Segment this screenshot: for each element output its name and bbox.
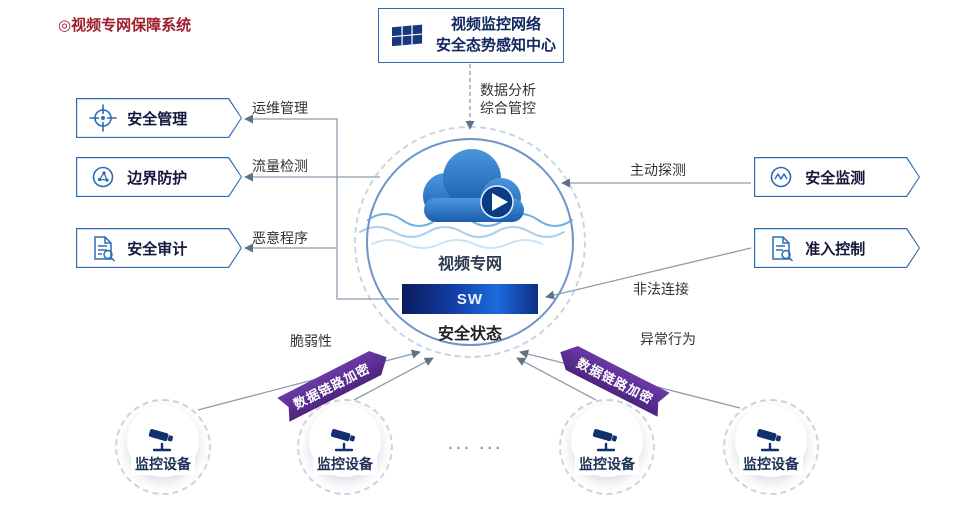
monitor-pulse-icon — [766, 162, 796, 192]
label-ops-management: 运维管理 — [252, 100, 308, 116]
node-label: 边界防护 — [127, 169, 188, 187]
node-label: 准入控制 — [805, 240, 866, 258]
cctv-camera-icon — [592, 429, 618, 452]
device-label: 监控设备 — [575, 453, 639, 475]
node-border-protection: 边界防护 — [76, 157, 242, 197]
node-label: 安全管理 — [127, 110, 188, 128]
device-label: 监控设备 — [313, 453, 377, 475]
device-node: 监控设备 — [559, 399, 655, 495]
device-node: 监控设备 — [115, 399, 211, 495]
device-node: 监控设备 — [723, 399, 819, 495]
border-network-icon — [88, 162, 118, 192]
core-network-label: 视频专网 — [437, 256, 502, 273]
devices-ellipsis: ··· ··· — [448, 440, 504, 457]
device-label: 监控设备 — [131, 453, 195, 475]
page-title: ◎视频专网保障系统 — [58, 17, 192, 34]
target-icon — [88, 103, 118, 133]
node-label: 安全监测 — [805, 169, 866, 187]
audit-document-icon — [88, 233, 118, 263]
node-label: 安全审计 — [127, 240, 188, 258]
cctv-camera-icon — [330, 429, 356, 452]
device-dashed-ring — [723, 399, 819, 495]
command-center-line2: 安全态势感知中心 — [436, 36, 557, 54]
label-abnormal-behavior: 异常行为 — [640, 331, 696, 347]
device-node: 监控设备 — [297, 399, 393, 495]
node-security-monitoring: 安全监测 — [754, 157, 920, 197]
command-center-node: 视频监控网络 安全态势感知中心 — [378, 8, 564, 63]
device-dashed-ring — [115, 399, 211, 495]
command-center-line1: 视频监控网络 — [451, 16, 542, 34]
switch-label: SW — [456, 290, 484, 308]
label-illegal-connection: 非法连接 — [633, 281, 689, 297]
label-malicious-program: 恶意程序 — [252, 230, 308, 246]
analysis-line2: 综合管控 — [480, 99, 536, 116]
node-security-management: 安全管理 — [76, 98, 242, 138]
cctv-camera-icon — [148, 429, 174, 452]
core-status-label: 安全状态 — [437, 326, 502, 343]
analysis-line1: 数据分析 — [480, 82, 536, 98]
cloud-network-graphic — [359, 149, 573, 249]
analysis-label: 数据分析 综合管控 — [474, 82, 542, 117]
video-wall-icon — [392, 24, 423, 46]
switch-node: SW — [402, 284, 538, 314]
label-active-probe: 主动探测 — [630, 162, 686, 178]
label-vulnerability: 脆弱性 — [290, 333, 332, 349]
command-center-title: 视频监控网络 安全态势感知中心 — [436, 15, 556, 56]
cctv-camera-icon — [756, 429, 782, 452]
label-traffic-detection: 流量检测 — [252, 158, 308, 174]
access-document-icon — [766, 233, 796, 263]
play-icon — [480, 185, 514, 219]
node-security-audit: 安全审计 — [76, 228, 242, 268]
device-label: 监控设备 — [739, 453, 803, 475]
node-access-control: 准入控制 — [754, 228, 920, 268]
